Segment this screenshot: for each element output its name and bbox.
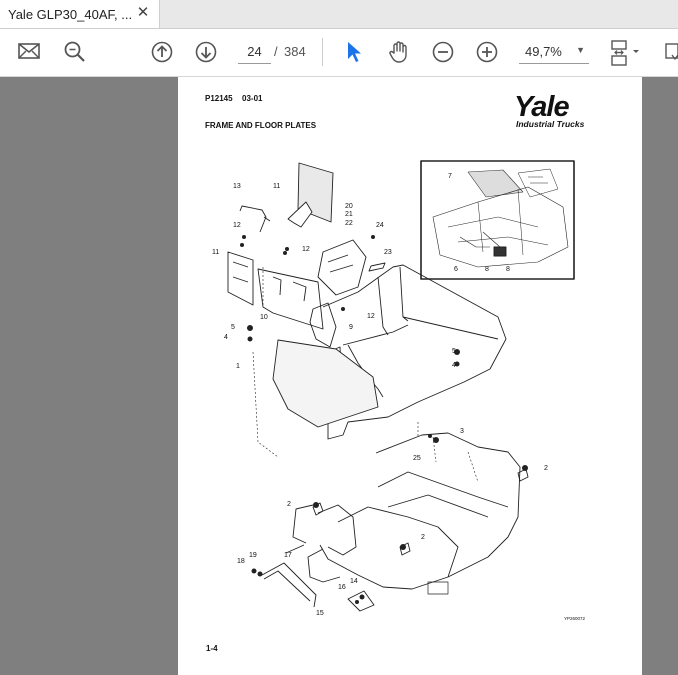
tab-bar: Yale GLP30_40AF, ... ✕ [0,0,678,29]
pdf-page: P12145 03-01 FRAME AND FLOOR PLATES Yale… [178,77,642,675]
pointer-icon[interactable] [346,41,362,63]
callout-label: 1 [236,363,240,370]
callout-label: 9 [349,324,353,331]
callout-label: 21 [345,211,353,218]
callout-label: 17 [284,552,292,559]
callout-label: 22 [345,220,353,227]
hand-icon[interactable] [387,40,411,64]
callout-label: 19 [249,552,257,559]
zoom-value: 49,7% [525,44,562,59]
tab-title: Yale GLP30_40AF, ... [8,6,133,22]
callout-label: 11 [212,249,219,256]
page-layout-icon[interactable] [610,39,640,67]
page-separator: / [274,44,278,59]
callout-label: 11 [273,183,280,190]
pdf-toolbar: / 384 49,7% ▼ [0,29,678,77]
figure-code: YP260072 [564,616,586,621]
callout-label: 10 [260,314,268,321]
callout-label: 12 [233,222,241,229]
callout-label: 13 [233,183,241,190]
page-title: FRAME AND FLOOR PLATES [205,121,317,130]
callout-label: 8 [485,266,489,273]
document-tab[interactable]: Yale GLP30_40AF, ... ✕ [0,0,160,28]
callout-label: 7 [448,173,452,180]
search-icon[interactable] [63,40,87,64]
page-number-input[interactable] [238,40,271,64]
zoom-out-icon[interactable] [432,41,454,63]
arrow-up-circle-icon[interactable] [151,41,173,63]
callout-label: 23 [384,249,392,256]
callout-label: 5 [231,324,235,331]
callout-label: 18 [237,558,245,565]
callout-label: 2 [421,534,425,541]
callout-label: 20 [345,203,353,210]
callout-label: 2 [287,501,291,508]
toolbar-divider [322,38,323,66]
callout-label: 14 [350,578,358,585]
close-icon[interactable]: ✕ [136,4,150,21]
document-code: P12145 [205,94,233,103]
zoom-in-icon[interactable] [476,41,498,63]
callout-label: 25 [413,455,421,462]
callout-label: 2 [544,465,548,472]
mail-icon[interactable] [18,41,40,61]
brand-subtitle: Industrial Trucks [516,119,585,129]
callout-label: 24 [376,222,384,229]
callout-label: 6 [454,266,458,273]
rotate-icon[interactable] [664,41,678,63]
callout-label: 3 [460,428,464,435]
callout-label: 12 [367,313,375,320]
callout-label: 4 [224,334,228,341]
arrow-down-circle-icon[interactable] [195,41,217,63]
callout-label: 15 [316,610,324,617]
page-number: 1-4 [206,644,218,653]
total-pages: 384 [284,44,306,59]
callout-label: 12 [302,246,310,253]
document-date: 03-01 [242,94,263,103]
callout-label: 8 [506,266,510,273]
zoom-select[interactable]: 49,7% ▼ [519,40,589,64]
callout-label: 4 [452,362,456,369]
chevron-down-icon: ▼ [576,45,585,55]
callout-label: 16 [338,584,346,591]
brand-logo: Yale [514,91,570,123]
callout-label: 5 [452,348,456,355]
